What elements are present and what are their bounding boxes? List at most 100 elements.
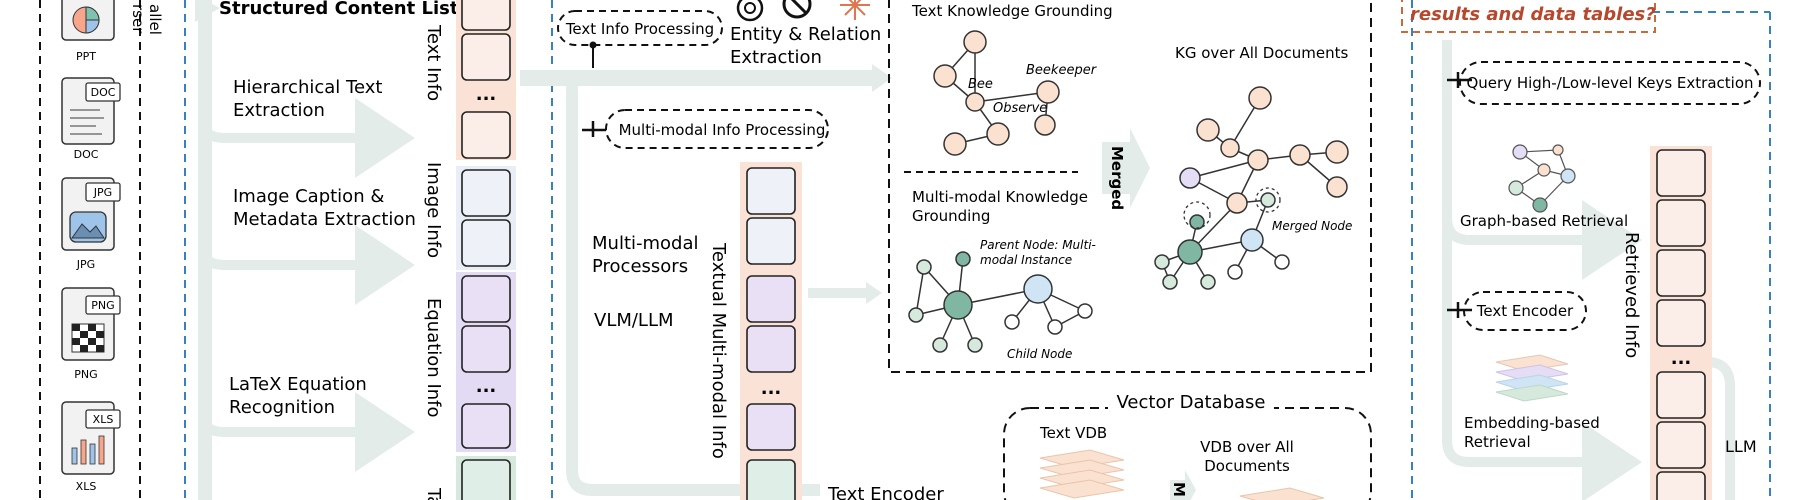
multimodal-info-box bbox=[746, 403, 796, 451]
text-info-box bbox=[461, 111, 511, 159]
merged-label: Merged bbox=[1108, 146, 1126, 210]
multimodal-info-box bbox=[746, 459, 796, 500]
merged-node-marker bbox=[1183, 201, 1211, 229]
table-info-box bbox=[461, 459, 511, 500]
child-node-label: Child Node bbox=[1007, 347, 1072, 361]
query-box: results and data tables? bbox=[1401, 0, 1656, 33]
text-info-label: Text Info bbox=[423, 24, 444, 101]
text-info-processing-pill: Text Info Processing bbox=[557, 10, 723, 68]
graph-retrieval-icon bbox=[1508, 144, 1576, 213]
equation-info-box bbox=[461, 275, 511, 323]
latex-line2: Recognition bbox=[229, 397, 335, 418]
multimodal-processors-line2: Processors bbox=[592, 256, 688, 277]
processing-flow-arrows bbox=[520, 64, 892, 496]
textual-multimodal-column: ... bbox=[740, 162, 802, 500]
query-question-text: results and data tables? bbox=[1410, 4, 1656, 25]
checker-icon bbox=[71, 323, 105, 353]
merged-node-marker bbox=[1255, 187, 1281, 213]
equation-info-box bbox=[461, 403, 511, 449]
multimodal-info-box bbox=[746, 325, 796, 373]
beekeeper-label: Beekeeper bbox=[1026, 63, 1098, 78]
parent-node-line1: Parent Node: Multi- bbox=[980, 238, 1096, 252]
equation-info-box bbox=[461, 325, 511, 373]
extraction-flow-arrows bbox=[195, 0, 415, 500]
parent-node-line2: modal Instance bbox=[980, 253, 1072, 267]
file-label-jpg: JPG bbox=[76, 258, 95, 271]
file-label-png: PNG bbox=[74, 368, 97, 381]
structured-content-title: Structured Content List bbox=[219, 0, 459, 19]
query-keys-pill: Query High-/Low-level Keys Extraction bbox=[1447, 61, 1761, 105]
vdb-merged-arrow bbox=[1170, 470, 1196, 500]
file-label-ppt: PPT bbox=[76, 50, 96, 63]
text-knowledge-graph bbox=[933, 30, 1060, 156]
retrieval-text-encoder-pill: Text Encoder bbox=[1447, 291, 1587, 331]
multimodal-info-box bbox=[746, 217, 796, 265]
image-info-label: Image Info bbox=[423, 162, 444, 258]
retrieval-text-encoder-label: Text Encoder bbox=[1476, 302, 1574, 320]
bar-chart-icon bbox=[71, 435, 105, 465]
retrieved-info-box bbox=[1656, 421, 1706, 469]
textual-multimodal-info-label: Textual Multi-modal Info bbox=[708, 242, 729, 459]
all-docs-vdb-stack-icon bbox=[1239, 487, 1325, 500]
file-png: PNG PNG bbox=[61, 287, 121, 381]
multimodal-info-box bbox=[746, 275, 796, 323]
query-keys-label: Query High-/Low-level Keys Extraction bbox=[1466, 74, 1753, 92]
equation-info-ellipsis: ... bbox=[476, 376, 497, 397]
image-caption-line2: Metadata Extraction bbox=[233, 209, 416, 230]
file-tag-png: PNG bbox=[91, 299, 114, 312]
text-vdb-label: Text VDB bbox=[1039, 424, 1107, 442]
mm-grounding-line1: Multi-modal Knowledge bbox=[912, 188, 1088, 206]
latex-line1: LaTeX Equation bbox=[229, 374, 367, 395]
file-tag-doc: DOC bbox=[91, 86, 116, 99]
image-info-box bbox=[461, 219, 511, 267]
sparkle-icon bbox=[840, 0, 870, 20]
parser-label-a: allel bbox=[146, 4, 164, 35]
multimodal-info-box bbox=[746, 167, 796, 215]
retrieved-info-box bbox=[1656, 299, 1706, 347]
text-knowledge-grounding-label: Text Knowledge Grounding bbox=[911, 2, 1113, 20]
file-label-xls: XLS bbox=[76, 480, 97, 493]
file-ppt: PPT bbox=[61, 0, 115, 63]
openai-icon bbox=[736, 0, 764, 22]
embedding-stack-icon bbox=[1495, 354, 1569, 402]
vdb-merged-label: M bbox=[1170, 482, 1188, 497]
llm-logo-icon bbox=[782, 0, 812, 19]
retrieved-info-column: ... bbox=[1650, 146, 1712, 500]
hierarchical-text-line2: Extraction bbox=[233, 100, 325, 121]
entity-relation-line1: Entity & Relation bbox=[730, 24, 881, 45]
image-caption-line1: Image Caption & bbox=[233, 186, 384, 207]
multimodal-info-ellipsis: ... bbox=[761, 378, 782, 399]
text-info-processing-label: Text Info Processing bbox=[565, 20, 714, 38]
multimodal-knowledge-graph bbox=[908, 251, 1093, 353]
text-vdb-stack-icon bbox=[1039, 449, 1125, 499]
vdb-all-docs-line1: VDB over All bbox=[1200, 438, 1294, 456]
text-info-box bbox=[461, 0, 511, 31]
merged-arrow bbox=[1102, 128, 1150, 208]
hierarchical-text-line1: Hierarchical Text bbox=[233, 77, 382, 98]
file-tag-xls: XLS bbox=[93, 413, 114, 426]
file-xls: XLS XLS bbox=[61, 401, 121, 493]
retrieved-info-ellipsis: ... bbox=[1671, 348, 1692, 369]
embedding-retrieval-line1: Embedding-based bbox=[1464, 414, 1600, 432]
image-info-box bbox=[461, 169, 511, 217]
retrieved-info-box bbox=[1656, 371, 1706, 419]
text-encoder-label: Text Encoder bbox=[827, 484, 944, 500]
text-info-ellipsis: ... bbox=[476, 84, 497, 105]
table-info-label-partial: Ta bbox=[423, 487, 444, 500]
file-tag-jpg: JPG bbox=[93, 186, 112, 199]
vlm-llm-label: VLM/LLM bbox=[594, 310, 674, 331]
merged-node-label: Merged Node bbox=[1272, 219, 1352, 233]
multimodal-processors-line1: Multi-modal bbox=[592, 233, 699, 254]
entity-relation-line2: Extraction bbox=[730, 47, 822, 68]
content-list-column: ... ... bbox=[456, 0, 516, 500]
retrieved-info-label: Retrieved Info bbox=[1621, 232, 1642, 358]
retrieved-info-box bbox=[1656, 249, 1706, 297]
retrieved-info-box bbox=[1656, 471, 1706, 500]
text-info-box bbox=[461, 33, 511, 81]
file-jpg: JPG JPG bbox=[61, 177, 121, 271]
merged-knowledge-graph bbox=[1154, 86, 1349, 290]
multimodal-info-processing-label: Multi-modal Info Processing bbox=[619, 121, 826, 139]
graph-retrieval-label: Graph-based Retrieval bbox=[1460, 212, 1628, 230]
